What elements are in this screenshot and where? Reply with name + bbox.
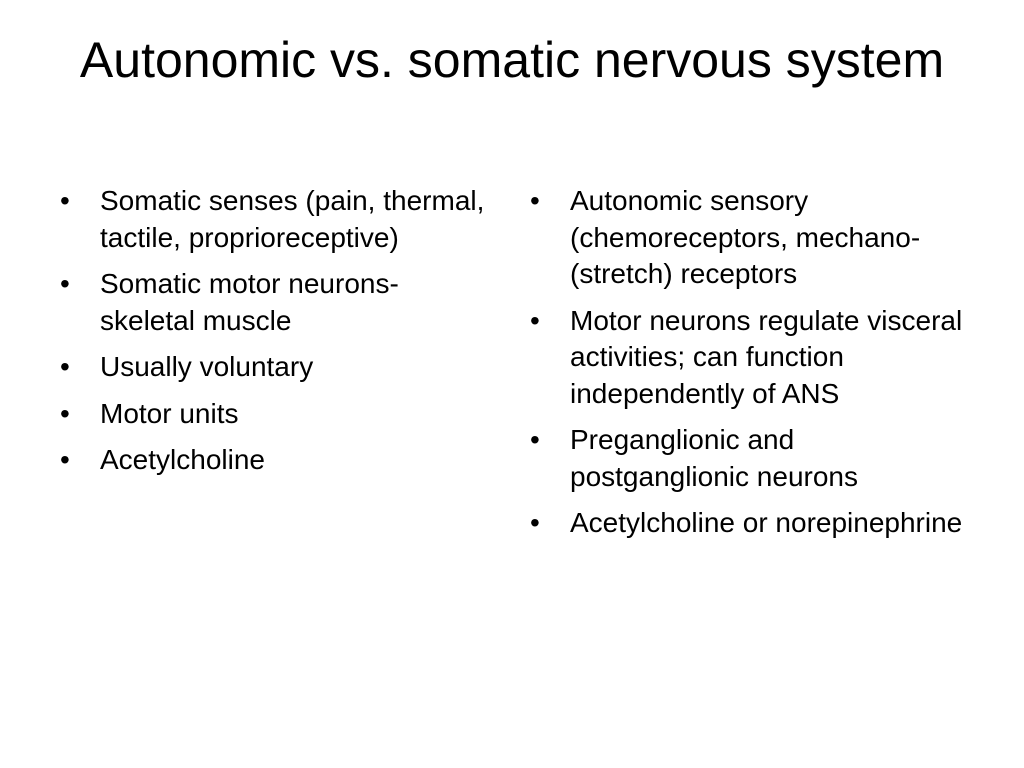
bullet-icon: • (60, 444, 70, 475)
bullet-icon: • (60, 268, 70, 299)
bullet-icon: • (530, 185, 540, 216)
bullet-text: Acetylcholine (100, 444, 265, 475)
somatic-bullet-list: • Somatic senses (pain, thermal, tactile… (60, 183, 490, 489)
bullet-text: Motor neurons regulate visceral activiti… (570, 304, 963, 409)
bullet-icon: • (530, 507, 540, 538)
bullet-icon: • (530, 304, 540, 336)
bullet-item: • Usually voluntary (60, 349, 490, 386)
bullet-text: Somatic motor neurons- skeletal muscle (100, 268, 399, 336)
bullet-text: Usually voluntary (100, 351, 314, 382)
bullet-item: • Somatic senses (pain, thermal, tactile… (60, 183, 490, 256)
slide-title: Autonomic vs. somatic nervous system (79, 32, 945, 88)
bullet-item: • Acetylcholine or norepinephrine (530, 505, 970, 542)
bullet-text: Acetylcholine or norepinephrine (570, 507, 963, 538)
bullet-item: • Preganglionic and postganglionic neuro… (530, 422, 970, 495)
bullet-item: • Autonomic sensory (chemoreceptors, mec… (530, 183, 970, 293)
bullet-text: Preganglionic and postganglionic neurons (570, 424, 858, 492)
bullet-icon: • (60, 351, 70, 382)
bullet-item: • Motor neurons regulate visceral activi… (530, 303, 970, 413)
bullet-text: Somatic senses (pain, thermal, tactile, … (100, 185, 485, 253)
bullet-icon: • (60, 397, 70, 429)
bullet-item: • Acetylcholine (60, 442, 490, 479)
bullet-icon: • (530, 424, 540, 455)
bullet-item: • Motor units (60, 396, 490, 433)
bullet-text: Autonomic sensory (chemoreceptors, mecha… (570, 185, 921, 289)
autonomic-bullet-list: • Autonomic sensory (chemoreceptors, mec… (530, 183, 970, 552)
bullet-text: Motor units (100, 397, 239, 429)
bullet-icon: • (60, 185, 70, 216)
bullet-item: • Somatic motor neurons- skeletal muscle (60, 266, 490, 339)
